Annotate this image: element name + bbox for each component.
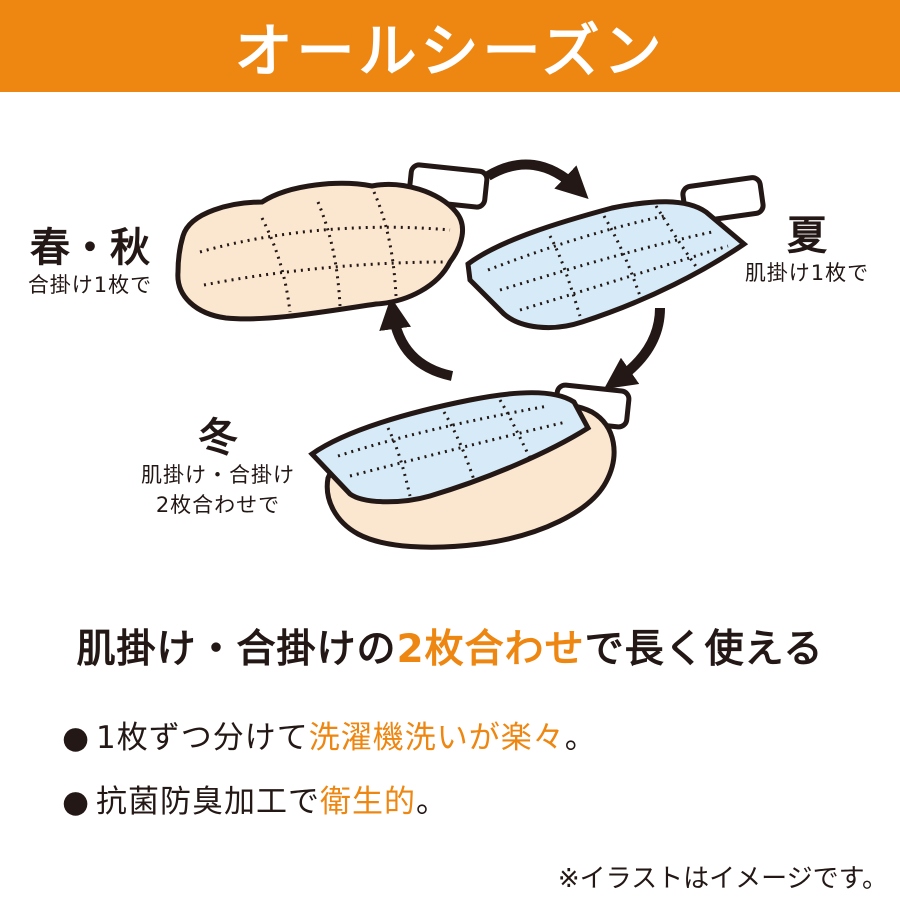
comforter-light-icon xyxy=(465,175,766,331)
season-title: 春・秋 xyxy=(30,225,150,271)
bullet-text-post: 。 xyxy=(564,720,597,756)
bullet-text-pre: 1枚ずつ分けて xyxy=(96,720,309,756)
header-banner: オールシーズン xyxy=(0,0,900,92)
banner-title: オールシーズン xyxy=(234,17,666,85)
season-title: 冬 xyxy=(198,415,238,461)
season-desc-line1: 肌掛け・合掛け xyxy=(141,463,295,487)
label-summer: 夏 肌掛け1枚で xyxy=(722,214,892,288)
bullet-text-pre: 抗菌防臭加工で xyxy=(96,784,320,820)
season-desc: 肌掛け1枚で xyxy=(744,261,870,285)
bullet-text-accent: 洗濯機洗いが楽々 xyxy=(308,720,565,756)
label-spring-autumn: 春・秋 合掛け1枚で xyxy=(6,226,174,300)
season-cycle-illustration xyxy=(175,159,766,550)
season-desc: 合掛け1枚で xyxy=(27,273,153,297)
bullet-text-post: 。 xyxy=(416,784,448,820)
headline-post: で長く使える xyxy=(584,627,824,672)
arrow-winter-to-spring xyxy=(379,297,454,381)
feature-item-antibacterial: ●抗菌防臭加工で衛生的。 xyxy=(62,776,448,821)
comforter-medium-icon xyxy=(175,162,490,322)
bullet-marker: ● xyxy=(62,784,91,820)
feature-item-washable: ●1枚ずつ分けて洗濯機洗いが楽々。 xyxy=(62,712,597,757)
arrow-spring-to-summer xyxy=(485,159,589,200)
comforter-combined-icon xyxy=(308,382,632,550)
image-disclaimer: ※イラストはイメージです。 xyxy=(557,864,888,894)
bullet-text-accent: 衛生的 xyxy=(320,784,416,820)
bullet-marker: ● xyxy=(62,720,91,756)
headline: 肌掛け・合掛けの2枚合わせで長く使える xyxy=(0,618,900,674)
headline-pre: 肌掛け・合掛けの xyxy=(76,627,397,672)
season-title: 夏 xyxy=(787,213,827,259)
headline-accent: 2枚合わせ xyxy=(396,627,585,672)
label-winter: 冬 肌掛け・合掛け 2枚合わせで xyxy=(118,416,318,521)
arrow-summer-to-winter xyxy=(603,307,665,390)
season-desc-line2: 2枚合わせで xyxy=(155,493,281,518)
